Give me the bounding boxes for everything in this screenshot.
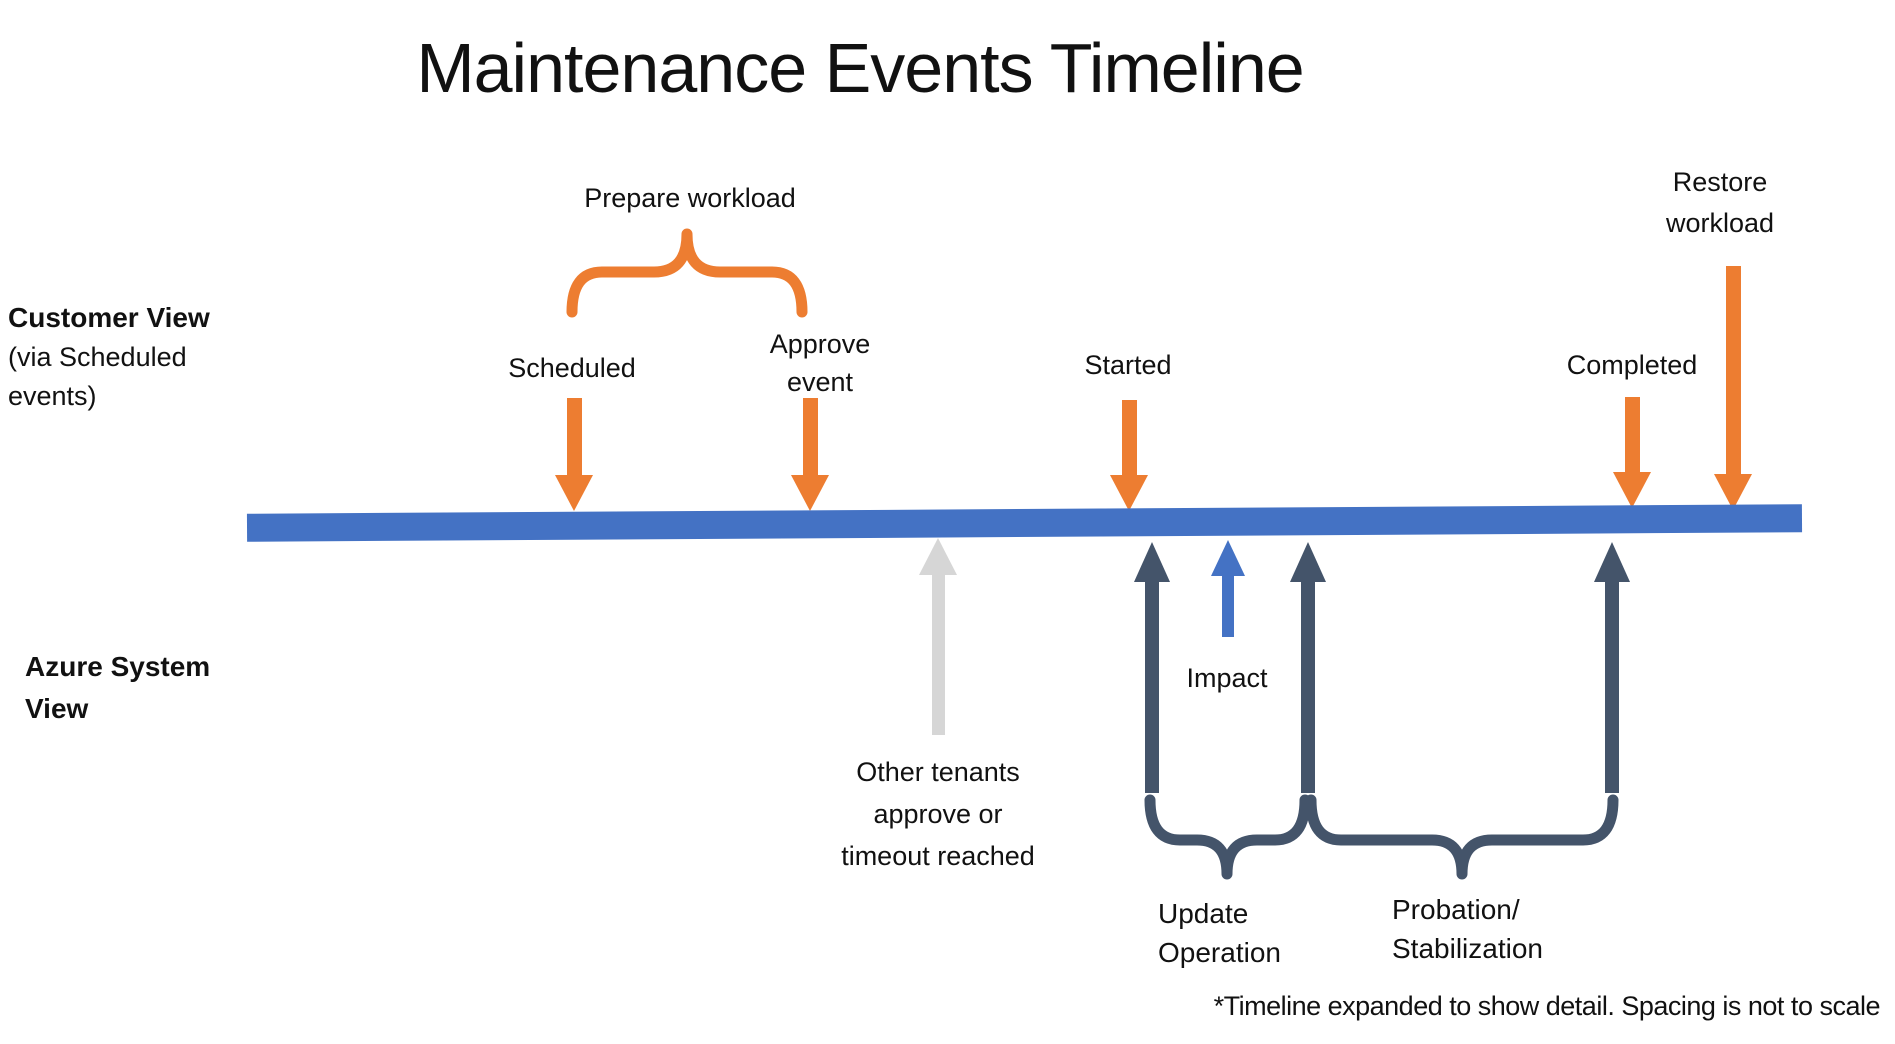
update-end-up-arrow <box>1290 542 1326 793</box>
arrow-shaft <box>1301 582 1315 793</box>
arrow-head <box>1613 472 1651 508</box>
prepare-workload-label: Prepare workload <box>584 183 796 213</box>
timeline-bar <box>246 504 1803 542</box>
footnote: *Timeline expanded to show detail. Spaci… <box>1213 991 1881 1021</box>
impact-label: Impact <box>1186 663 1268 693</box>
arrow-head <box>791 475 829 511</box>
arrow-shaft <box>1222 576 1234 637</box>
arrow-shaft <box>1121 400 1137 475</box>
customer-view-subtitle: (via Scheduled events) <box>8 341 187 411</box>
arrow-shaft <box>1725 266 1741 474</box>
arrow-shaft <box>1605 582 1619 793</box>
azure-system-view-heading: Azure System View <box>25 651 211 724</box>
other-tenants-up-arrow <box>919 538 957 735</box>
scheduled-label: Scheduled <box>508 353 636 383</box>
arrow-head <box>1594 542 1630 582</box>
other-tenants-label: Other tenants approve or timeout reached <box>841 757 1035 871</box>
arrow-head <box>1714 474 1752 510</box>
arrow-head <box>919 538 957 575</box>
customer-view-title: Customer View <box>8 302 210 333</box>
arrow-head <box>1110 475 1148 511</box>
completed-label: Completed <box>1566 350 1698 380</box>
update-start-up-arrow <box>1134 542 1170 793</box>
approve-event-label: Approve event <box>769 329 871 397</box>
started-down-arrow <box>1110 400 1148 511</box>
prepare-workload-brace <box>566 228 808 318</box>
approve-event-down-arrow <box>791 398 829 511</box>
scheduled-down-arrow <box>555 398 593 511</box>
update-operation-label: Update Operation <box>1158 898 1281 969</box>
completed-down-arrow <box>1613 397 1651 508</box>
page-title: Maintenance Events Timeline <box>416 29 1304 107</box>
impact-up-arrow <box>1211 540 1245 637</box>
restore-workload-down-arrow <box>1714 266 1752 510</box>
arrow-shaft <box>1624 397 1640 472</box>
arrow-shaft <box>931 575 945 735</box>
arrow-head <box>1211 540 1245 576</box>
update-operation-brace <box>1144 794 1311 880</box>
arrow-shaft <box>802 398 818 475</box>
arrow-head <box>1134 542 1170 582</box>
restore-workload-label: Restore workload <box>1665 167 1775 238</box>
probation-end-up-arrow <box>1594 542 1630 793</box>
probation-stabilization-label: Probation/ Stabilization <box>1392 894 1543 965</box>
arrow-head <box>555 475 593 511</box>
probation-stabilization-brace <box>1305 794 1619 880</box>
customer-view-heading: Customer View (via Scheduled events) <box>8 298 210 416</box>
arrow-shaft <box>566 398 582 475</box>
started-label: Started <box>1084 350 1172 380</box>
arrow-shaft <box>1145 582 1159 793</box>
arrow-head <box>1290 542 1326 582</box>
